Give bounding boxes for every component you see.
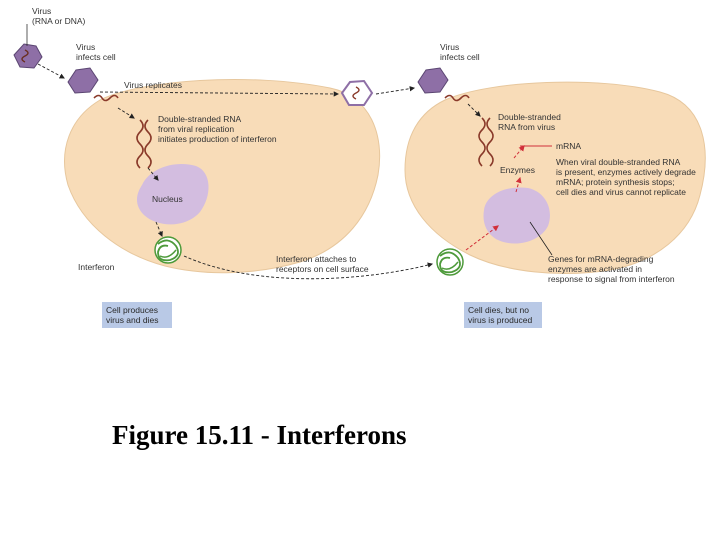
leader-genes (529, 221, 553, 256)
outcome-box-right: Cell dies, but no virus is produced (464, 302, 542, 328)
arrow-replicated-virus-to-right-cell (375, 86, 416, 95)
label-virus-infects-right: Virus infects cell (440, 42, 480, 62)
label-virus-infects-right-line: infects cell (440, 52, 480, 62)
interferon-protein-left (154, 236, 182, 264)
interferon-protein-right (436, 248, 464, 276)
outcome-box-left: Cell produces virus and dies (102, 302, 172, 328)
arrow-receptor-to-nucleus-right (465, 225, 499, 251)
viral-rna-left (93, 94, 119, 102)
label-interferon-attaches-line: receptors on cell surface (276, 264, 369, 274)
arrow-rna-to-dsrna-right (467, 103, 481, 117)
label-genes-note-line: response to signal from interferon (548, 274, 675, 284)
dsrna-helix-right (478, 117, 494, 167)
label-mrna: mRNA (556, 141, 581, 151)
label-degrade-note-line: When viral double-stranded RNA (556, 157, 681, 167)
arrow-nucleus-to-interferon (155, 221, 163, 237)
right-cell (404, 81, 706, 274)
arrow-virus-to-left-cell (37, 63, 65, 79)
label-enzymes: Enzymes (500, 165, 535, 175)
outcome-box-left-text: Cell produces virus and dies (106, 305, 160, 325)
label-genes-note-line: Genes for mRNA-degrading (548, 254, 654, 264)
label-virus-top-line: (RNA or DNA) (32, 16, 86, 26)
label-interferon: Interferon (78, 262, 115, 272)
label-dsrna-right: Double-stranded RNA from virus (498, 112, 563, 132)
label-virus-top: Virus (RNA or DNA) (32, 6, 86, 26)
label-degrade-note-line: mRNA; protein synthesis stops; (556, 177, 675, 187)
label-virus-infects-left: Virus infects cell (76, 42, 116, 62)
dsrna-helix-left (136, 119, 152, 169)
label-dsrna-left-line: from viral replication (158, 124, 234, 134)
label-degrade-note-line: cell dies and virus cannot replicate (556, 187, 686, 197)
viral-rna-right (444, 94, 470, 102)
outcome-box-right-text: Cell dies, but no virus is produced (468, 305, 533, 325)
label-virus-infects-right-line: Virus (440, 42, 459, 52)
label-dsrna-left-line: initiates production of interferon (158, 134, 277, 144)
label-dsrna-right-line: Double-stranded (498, 112, 561, 122)
virus-particle-entering-right (417, 67, 449, 94)
right-nucleus (483, 187, 550, 244)
label-dsrna-left-line: Double-stranded RNA (158, 114, 241, 124)
label-nucleus: Nucleus (152, 194, 183, 204)
label-dsrna-left: Double-stranded RNA from viral replicati… (158, 114, 277, 144)
label-genes-note: Genes for mRNA-degrading enzymes are act… (548, 254, 675, 284)
arrow-nucleus-to-enzymes (515, 176, 522, 193)
outcome-box-right-line: virus is produced (468, 315, 533, 325)
label-interferon-attaches: Interferon attaches to receptors on cell… (276, 254, 369, 274)
label-virus-top-line: Virus (32, 6, 51, 16)
label-virus-infects-left-line: Virus (76, 42, 95, 52)
arrow-enzymes-to-mrna (513, 145, 525, 159)
virus-particle-replicated (340, 79, 374, 106)
figure-caption: Figure 15.11 - Interferons (112, 420, 407, 450)
arrow-interferon-to-right-cell (183, 255, 434, 280)
label-interferon-attaches-line: Interferon attaches to (276, 254, 357, 264)
label-virus-replicates: Virus replicates (124, 80, 182, 90)
label-virus-infects-left-line: infects cell (76, 52, 116, 62)
label-degrade-note-line: is present, enzymes actively degrade (556, 167, 696, 177)
outcome-box-left-line: virus and dies (106, 315, 158, 325)
virus-particle-entering-left (67, 67, 99, 94)
label-dsrna-right-line: RNA from virus (498, 122, 555, 132)
label-degrade-note: When viral double-stranded RNA is presen… (556, 157, 698, 197)
outcome-box-right-line: Cell dies, but no (468, 305, 529, 315)
virus-particle-top (13, 24, 43, 69)
outcome-box-left-line: Cell produces (106, 305, 158, 315)
arrow-rna-to-dsrna-left (117, 107, 135, 119)
left-cell (64, 78, 381, 274)
arrow-dsrna-to-nucleus-left (147, 167, 159, 181)
label-genes-note-line: enzymes are activated in (548, 264, 642, 274)
